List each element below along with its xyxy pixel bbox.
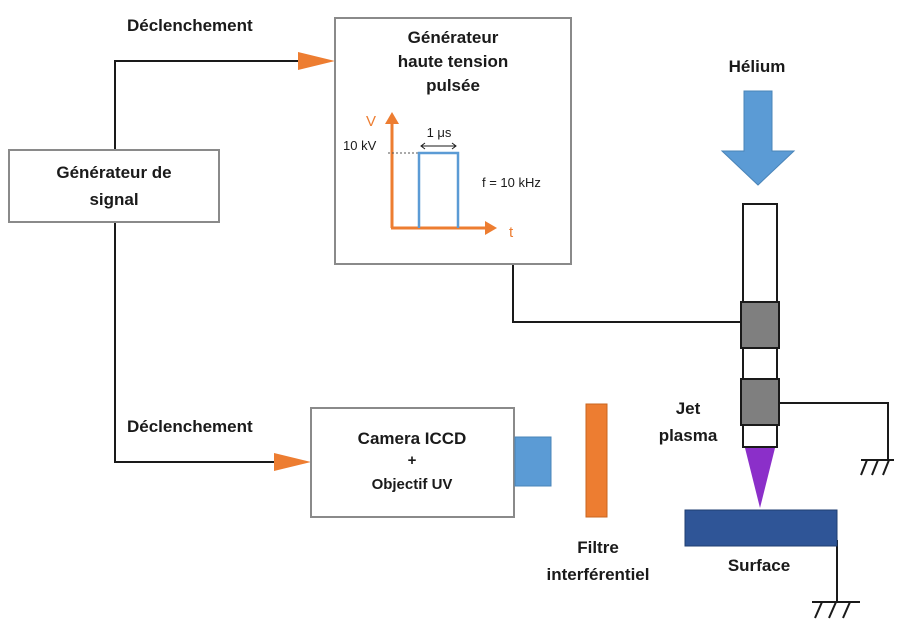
helium-flow-arrow — [720, 90, 796, 186]
trigger-label-top: Déclenchement — [127, 16, 253, 35]
wires — [114, 60, 889, 602]
camera-line-2: + — [408, 452, 417, 469]
filter-label-line-2: interférentiel — [547, 565, 650, 584]
trigger-arrow-top — [298, 52, 335, 70]
jet-label-line-1: Jet — [676, 399, 701, 418]
jet-label-line-2: plasma — [659, 426, 718, 445]
pulse-frequency-label: f = 10 kHz — [482, 175, 541, 190]
plasma-jet — [745, 448, 775, 508]
pulse-y-arrowhead — [385, 112, 399, 124]
wire-electrode-to-ground — [780, 402, 889, 460]
electrode-lower — [740, 378, 780, 426]
pulse-y-label: V — [366, 113, 376, 130]
surface-label: Surface — [728, 556, 790, 575]
pulse-shape — [417, 151, 460, 228]
pulse-width-arrow-right — [451, 142, 457, 150]
trigger-label-bottom: Déclenchement — [127, 417, 253, 436]
hv-generator-line-1: Générateur — [408, 28, 499, 47]
camera-box — [310, 407, 515, 518]
ground-symbol-electrode — [860, 459, 894, 476]
signal-generator-line-2: signal — [89, 190, 138, 209]
trigger-arrow-bottom — [274, 453, 311, 471]
pulse-x-arrowhead — [485, 221, 497, 235]
pulse-width-label: 1 μs — [427, 125, 452, 140]
helium-label: Hélium — [729, 57, 786, 76]
camera-line-1: Camera ICCD — [358, 429, 467, 448]
uv-objective-lens — [514, 436, 552, 487]
hv-generator-line-2: haute tension — [398, 52, 509, 71]
electrode-upper — [740, 301, 780, 349]
signal-generator-box — [8, 149, 220, 223]
filter-label-line-1: Filtre — [577, 538, 619, 557]
hv-generator-line-3: pulsée — [426, 76, 480, 95]
pulse-x-label: t — [509, 224, 514, 241]
wire-signal-to-camera — [114, 222, 276, 463]
pulse-amplitude-label: 10 kV — [343, 138, 377, 153]
surface-plate — [684, 509, 838, 547]
wire-signal-to-hv — [114, 60, 300, 150]
camera-line-3: Objectif UV — [372, 476, 453, 493]
hv-generator-box — [334, 17, 572, 265]
pulse-plot: V t 10 kV 1 μs f = 10 kHz — [343, 112, 541, 241]
pulse-width-arrow-left — [420, 142, 426, 150]
wire-hv-to-electrode — [512, 264, 741, 323]
signal-generator-line-1: Générateur de — [56, 163, 171, 182]
ground-symbol-surface — [812, 601, 860, 619]
interference-filter — [585, 403, 608, 518]
